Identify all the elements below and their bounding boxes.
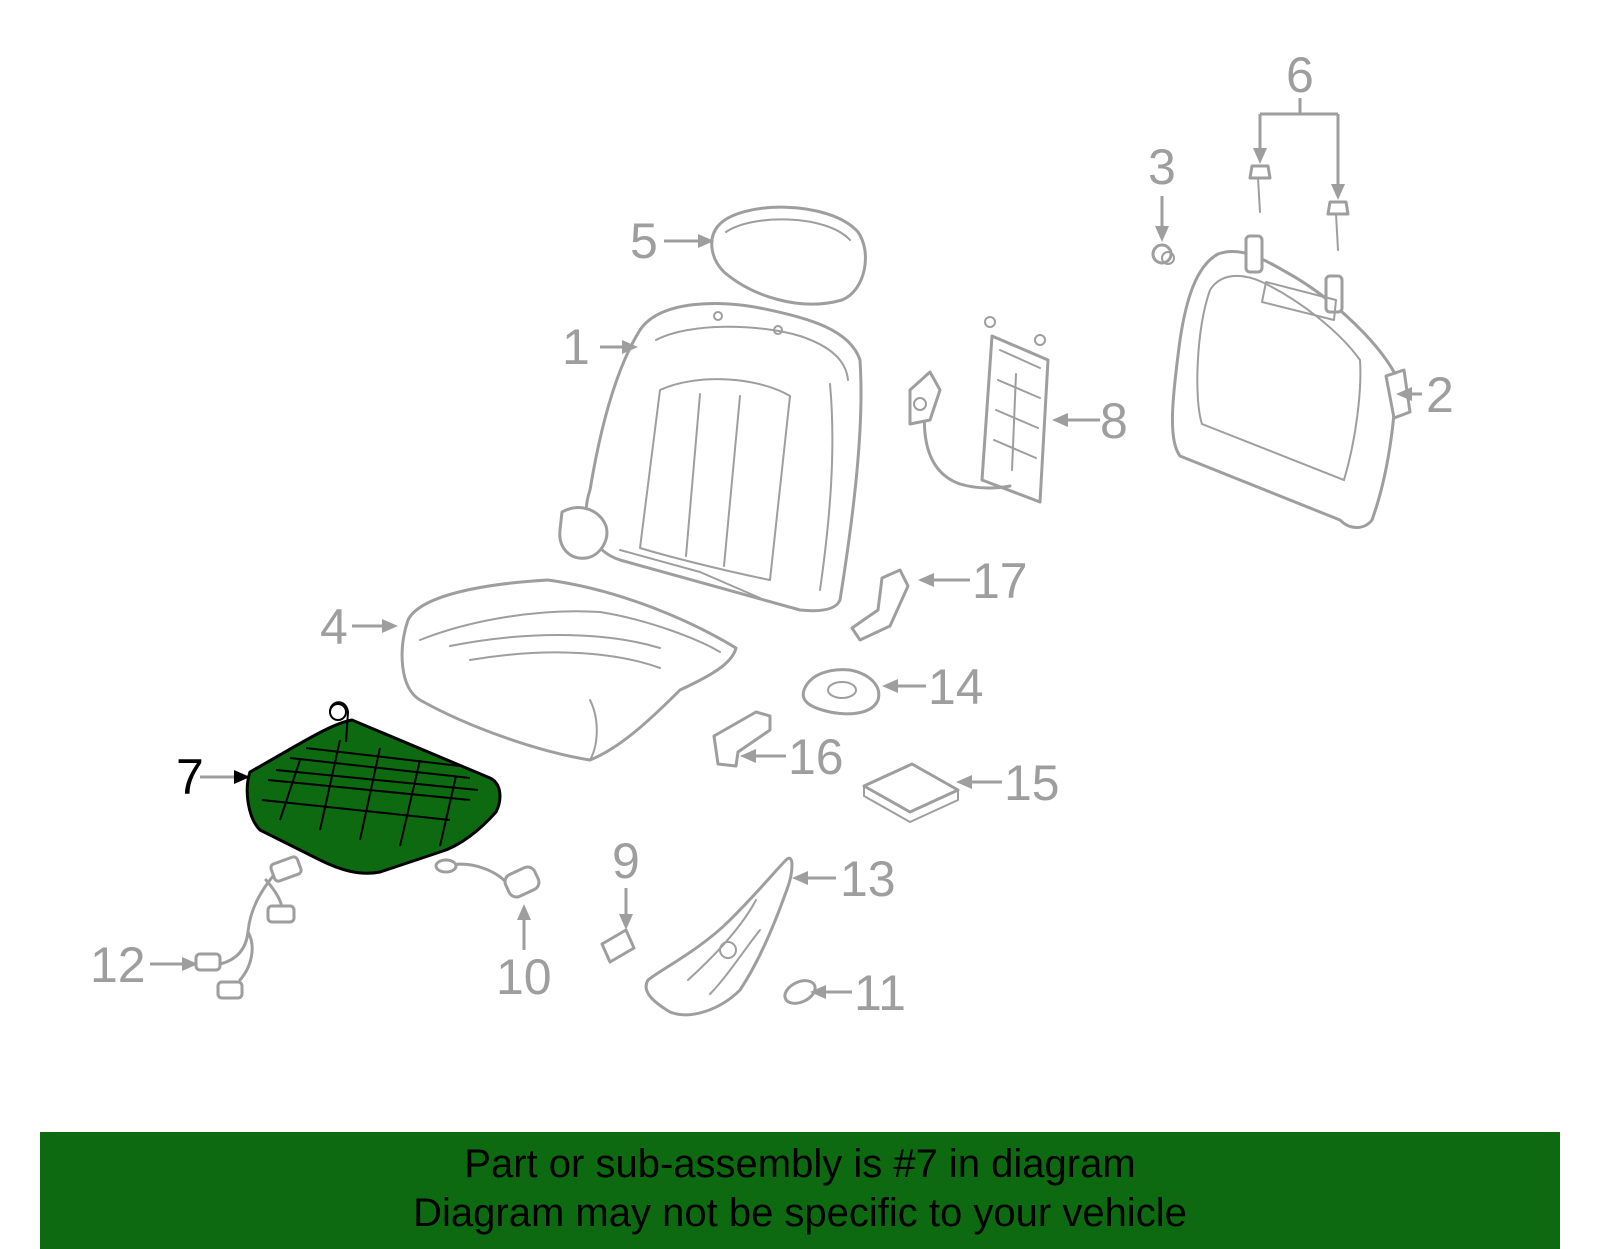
callout-8[interactable]: 8 xyxy=(1100,393,1128,449)
callout-3[interactable]: 3 xyxy=(1148,139,1176,195)
part-2-back-frame[interactable] xyxy=(1170,234,1412,529)
callout-16[interactable]: 16 xyxy=(788,729,844,785)
part-10-cable[interactable] xyxy=(434,858,542,900)
part-4-seat-cushion[interactable] xyxy=(400,578,738,762)
callout-2[interactable]: 2 xyxy=(1426,367,1454,423)
part-15-pad[interactable] xyxy=(862,762,960,823)
banner-line-2: Diagram may not be specific to your vehi… xyxy=(413,1191,1187,1235)
callout-14[interactable]: 14 xyxy=(928,659,984,715)
callout-7[interactable]: 7 xyxy=(176,749,204,805)
part-13-side-shield[interactable] xyxy=(644,856,794,1017)
callout-5[interactable]: 5 xyxy=(630,213,658,269)
callout-13[interactable]: 13 xyxy=(840,851,896,907)
info-banner: Part or sub-assembly is #7 in diagram Di… xyxy=(40,1132,1560,1249)
banner-line-1: Part or sub-assembly is #7 in diagram xyxy=(464,1142,1136,1186)
callout-15[interactable]: 15 xyxy=(1004,755,1060,811)
part-7-cushion-frame[interactable] xyxy=(200,701,502,875)
part-11-cap[interactable] xyxy=(781,976,818,1008)
part-9-cap[interactable] xyxy=(600,928,636,964)
part-17-guide[interactable] xyxy=(850,568,910,642)
callout-1[interactable]: 1 xyxy=(562,319,590,375)
callout-6[interactable]: 6 xyxy=(1286,47,1314,103)
part-16-bracket[interactable] xyxy=(712,710,772,768)
callout-9[interactable]: 9 xyxy=(612,833,640,889)
part-12-harness[interactable] xyxy=(194,855,303,1000)
callout-17[interactable]: 17 xyxy=(972,553,1028,609)
callout-10[interactable]: 10 xyxy=(496,949,552,1005)
part-5-headrest[interactable] xyxy=(710,205,867,306)
callout-arrows xyxy=(150,98,1422,999)
callout-11[interactable]: 11 xyxy=(854,965,906,1021)
part-14-motor[interactable] xyxy=(801,668,881,716)
part-8-lumbar[interactable] xyxy=(908,316,1050,504)
callout-12[interactable]: 12 xyxy=(90,937,146,993)
callout-4[interactable]: 4 xyxy=(320,599,348,655)
part-6-bolts[interactable] xyxy=(1248,164,1350,251)
part-1-seat-back[interactable] xyxy=(558,301,863,613)
part-3-nut[interactable] xyxy=(1151,243,1175,265)
